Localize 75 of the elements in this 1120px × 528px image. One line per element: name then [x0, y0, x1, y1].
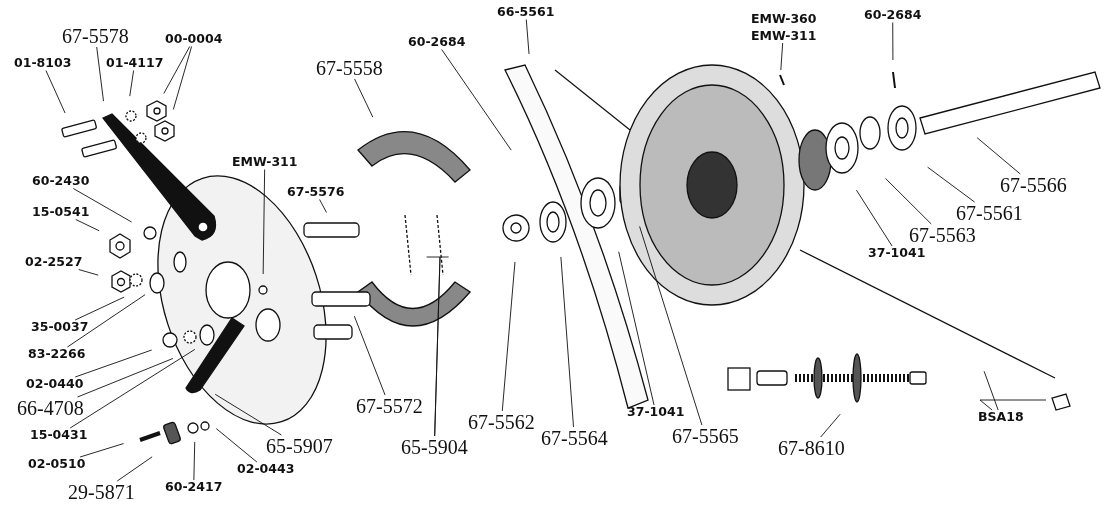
leader-line: [639, 226, 703, 426]
leader-line: [67, 294, 146, 348]
part-number: 67-5565: [672, 426, 739, 446]
leader-line: [74, 296, 125, 321]
leader-line: [820, 413, 841, 438]
leader-line: [441, 49, 512, 151]
leader-line: [354, 78, 374, 118]
leader-line: [618, 251, 655, 406]
part-number: 01-8103: [14, 57, 72, 70]
part-number: 60-2417: [165, 481, 223, 494]
part-number: 67-8610: [778, 438, 845, 458]
leader-line: [78, 269, 99, 276]
leader-line: [172, 46, 193, 110]
leader-line: [434, 256, 450, 437]
part-number: 60-2684: [864, 9, 922, 22]
leader-line: [77, 358, 174, 398]
leader-line: [979, 399, 1047, 411]
part-number: 67-5564: [541, 428, 608, 448]
leader-line: [193, 441, 196, 481]
leader-line: [983, 370, 999, 411]
leader-line: [45, 70, 66, 114]
part-number: 83-2266: [28, 348, 86, 361]
part-number: 66-4708: [17, 398, 84, 418]
part-number: 37-1041: [627, 406, 685, 419]
part-number: 29-5871: [68, 482, 135, 502]
part-number: 67-5566: [1000, 175, 1067, 195]
part-number: 65-5907: [266, 436, 333, 456]
leader-line: [129, 70, 135, 97]
part-number: 15-0541: [32, 206, 90, 219]
part-number: 60-2430: [32, 175, 90, 188]
leader-line: [96, 46, 104, 102]
leader-line: [215, 428, 258, 463]
leader-line: [525, 19, 530, 55]
part-number: 66-5561: [497, 6, 555, 19]
leader-line: [892, 22, 894, 61]
part-number: 67-5561: [956, 203, 1023, 223]
leader-line: [74, 349, 153, 378]
leader-line: [560, 256, 574, 428]
part-number: 00-0004: [165, 33, 223, 46]
leader-line: [72, 188, 133, 223]
part-number: 60-2684: [408, 36, 466, 49]
leader-line: [319, 199, 327, 213]
part-number: EMW-360: [751, 13, 817, 26]
part-number: EMW-311: [232, 156, 298, 169]
part-number: EMW-311: [751, 29, 817, 42]
leader-line: [116, 456, 153, 482]
part-number: BSA18: [978, 411, 1024, 424]
leader-line: [262, 169, 266, 275]
part-number: 67-5562: [468, 412, 535, 432]
leader-line: [501, 261, 516, 412]
leader-line: [353, 315, 386, 396]
part-number: 01-4117: [106, 57, 164, 70]
part-number: 02-0510: [28, 458, 86, 471]
part-number: 35-0037: [31, 321, 89, 334]
part-number: 02-2527: [25, 256, 83, 269]
part-number: 02-0440: [26, 378, 84, 391]
leader-line: [927, 166, 975, 203]
part-number: 67-5576: [287, 186, 345, 199]
part-number: 02-0443: [237, 463, 295, 476]
part-number: 67-5563: [909, 225, 976, 245]
part-number: 67-5558: [316, 58, 383, 78]
part-number: 15-0431: [30, 429, 88, 442]
leader-line: [780, 42, 784, 71]
leader-line: [214, 393, 282, 436]
leader-line: [75, 219, 100, 232]
part-number: 67-5572: [356, 396, 423, 416]
leader-line: [79, 443, 124, 458]
part-number: 37-1041: [868, 247, 926, 260]
part-number: 65-5904: [401, 437, 468, 457]
leader-line: [163, 46, 191, 94]
leader-line: [856, 189, 893, 247]
leader-line: [69, 348, 196, 429]
leader-line: [976, 137, 1021, 175]
leader-line: [885, 178, 932, 225]
part-number: 67-5578: [62, 26, 129, 46]
